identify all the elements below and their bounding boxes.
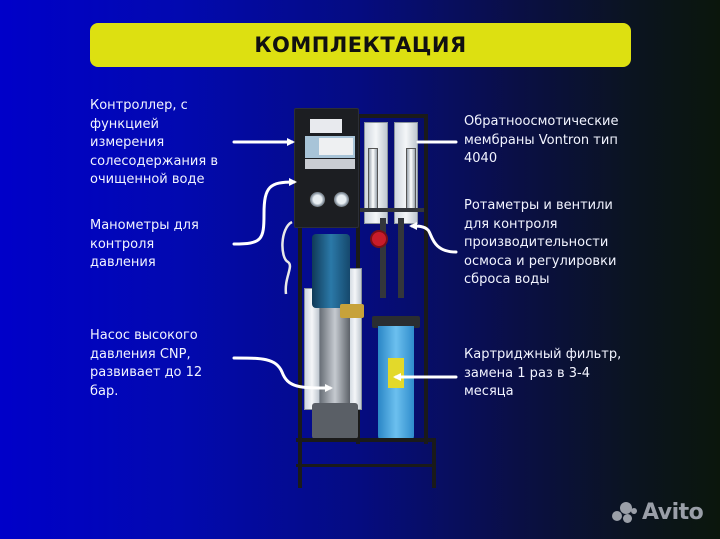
callout-rotameters: Ротаметры и вентили для контроля произво… <box>464 197 616 290</box>
brass-fitting <box>340 304 364 318</box>
callout-gauges: Манометры для контроля давления <box>90 217 199 273</box>
controller-label <box>319 138 353 155</box>
callout-line: измерения <box>90 135 165 150</box>
page-title: КОМПЛЕКТАЦИЯ <box>254 33 467 57</box>
panel-strip <box>305 159 355 169</box>
filter-cap <box>372 316 420 328</box>
callout-line: солесодержания в <box>90 153 218 169</box>
callout-line: давления <box>90 255 156 270</box>
callout-line: Насос высокого <box>90 328 198 343</box>
rotameter <box>406 148 416 210</box>
pipe <box>380 218 386 298</box>
callout-line: Картриджный фильтр, <box>464 347 622 362</box>
callout-line: Ротаметры и вентили <box>464 198 613 213</box>
callout-line: бар. <box>90 383 119 399</box>
ro-system-image <box>281 108 450 490</box>
callout-line: развивает до 12 <box>90 365 203 380</box>
callout-cartridge: Картриджный фильтр, замена 1 раз в 3-4 м… <box>464 346 621 402</box>
callout-line: Обратноосмотические <box>464 114 619 129</box>
pressure-gauge <box>333 191 350 208</box>
frame-rail <box>356 114 428 118</box>
callout-pump: Насос высокого давления CNP, развивает д… <box>90 327 202 401</box>
callout-line: осмоса и регулировки <box>464 253 617 269</box>
stand-leg <box>298 438 302 488</box>
high-pressure-pump <box>320 308 350 408</box>
rotameter <box>368 148 378 210</box>
pump-base <box>312 403 358 439</box>
callout-line: Манометры для <box>90 218 199 233</box>
power-cable <box>281 220 293 295</box>
ro-membrane <box>348 268 362 410</box>
stand-leg <box>432 438 436 488</box>
callout-controller: Контроллер, с функцией измерения солесод… <box>90 97 218 190</box>
callout-membranes: Обратноосмотические мембраны Vontron тип… <box>464 113 619 169</box>
pipe <box>360 208 424 212</box>
callout-line: Контроллер, с <box>90 98 188 113</box>
callout-line: функцией <box>90 116 159 132</box>
stand-rail <box>296 464 436 467</box>
stand-rail <box>296 438 436 442</box>
callout-line: сброса воды <box>464 272 550 287</box>
callout-line: для контроля <box>464 216 558 232</box>
callout-line: месяца <box>464 384 514 399</box>
pump-motor <box>312 234 350 308</box>
red-valve <box>370 230 388 248</box>
callout-line: очищенной воде <box>90 172 205 187</box>
callout-line: замена 1 раз в 3-4 <box>464 365 590 381</box>
callout-line: контроля <box>90 236 155 252</box>
callout-line: мембраны Vontron тип <box>464 132 618 148</box>
avito-wordmark: Avito <box>642 500 704 525</box>
callout-line: производительности <box>464 235 609 250</box>
frame-post <box>298 226 302 444</box>
callout-line: 4040 <box>464 151 498 166</box>
controller-panel <box>294 108 359 228</box>
frame-post <box>424 114 428 444</box>
avito-watermark: Avito <box>612 500 704 525</box>
filter-label <box>388 358 404 388</box>
pressure-gauge <box>309 191 326 208</box>
avito-logo-icon <box>612 501 638 524</box>
callout-line: давления CNP, <box>90 346 191 362</box>
pipe <box>398 218 404 298</box>
title-banner: КОМПЛЕКТАЦИЯ <box>90 23 631 67</box>
controller-display <box>310 119 342 133</box>
